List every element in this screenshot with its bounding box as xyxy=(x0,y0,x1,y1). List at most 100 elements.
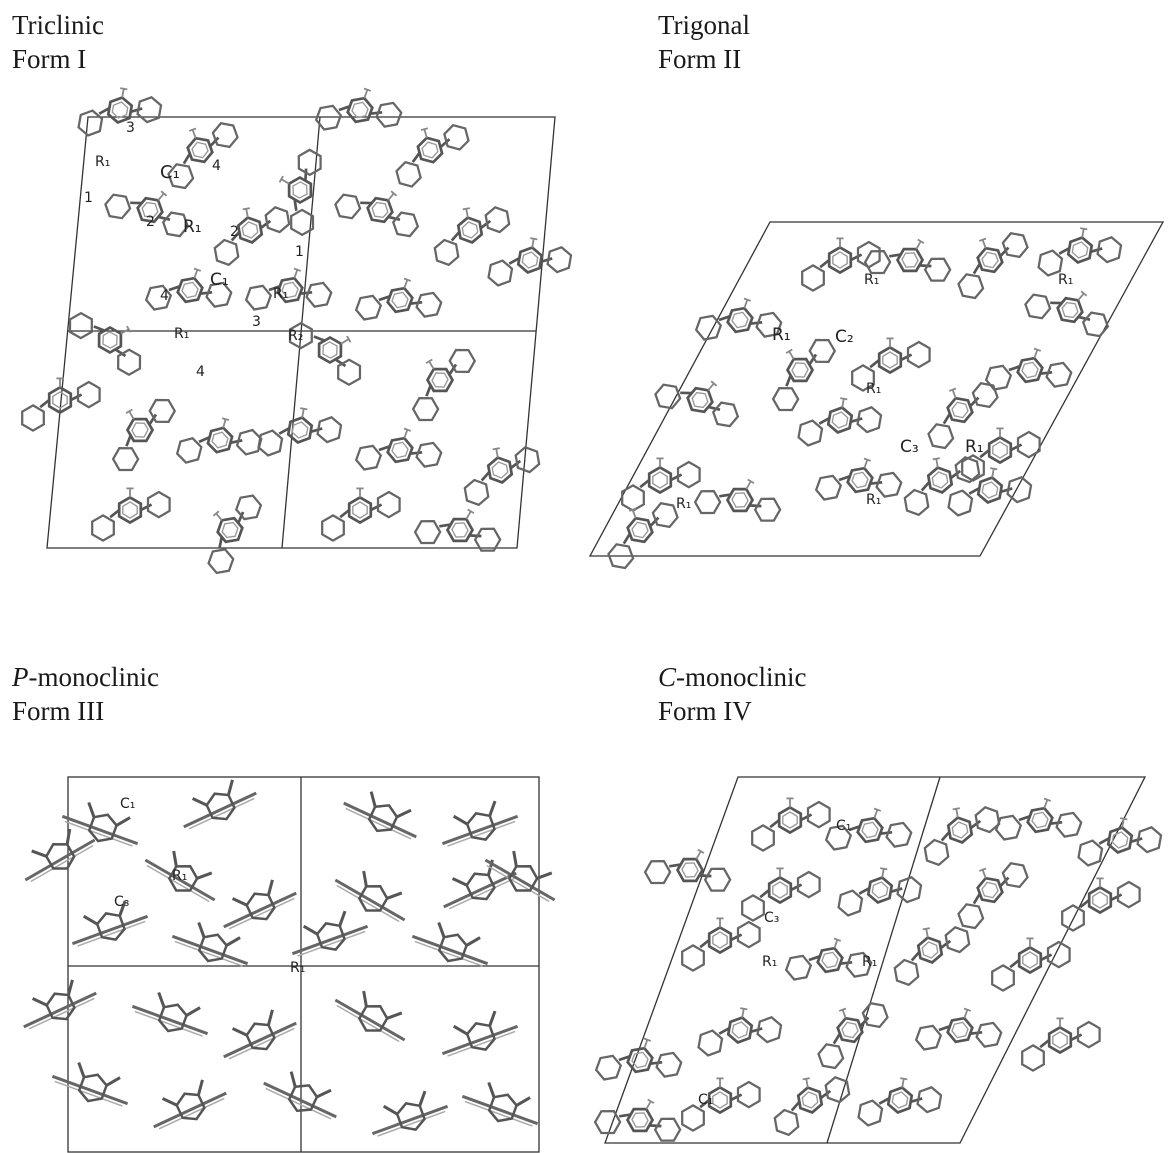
molecule-glyph xyxy=(328,979,418,1052)
unit-cell-p-monoclinic xyxy=(67,776,540,1153)
labels-p-monoclinic: C₁ R₁ C₃ R₁ xyxy=(114,796,305,976)
molecule-glyph xyxy=(982,335,1076,414)
panel-title-p-monoclinic: P-monoclinic Form III xyxy=(12,660,159,728)
molecule-glyph xyxy=(174,408,266,482)
molecule-glyph xyxy=(750,797,831,852)
molecule-glyph xyxy=(782,925,876,1004)
synthon-label: C₁ xyxy=(120,796,135,812)
panel-title-trigonal: Trigonal Form II xyxy=(658,8,750,76)
synthon-label: R₁ xyxy=(273,286,288,302)
synthon-label: R₁ xyxy=(174,326,189,342)
molecule-glyph xyxy=(410,491,507,578)
molecule-glyph xyxy=(650,357,746,451)
synthon-label: R₂ xyxy=(288,328,303,344)
molecule-glyph xyxy=(680,1077,761,1132)
title-line-1: C-monoclinic xyxy=(658,660,806,694)
molecule-glyph xyxy=(432,851,523,919)
molecule-glyph xyxy=(595,494,690,574)
molecule-glyph xyxy=(836,860,925,929)
ring-label: 3 xyxy=(126,120,135,136)
molecule-glyph xyxy=(945,224,1040,304)
title-rest: -monoclinic xyxy=(676,662,807,692)
molecules-c-monoclinic xyxy=(590,785,1165,1153)
title-italic-letter: P xyxy=(12,662,29,692)
molecule-glyph xyxy=(283,305,370,401)
synthon-label: C₂ xyxy=(835,327,854,347)
synthon-label: C₃ xyxy=(764,910,779,926)
molecule-glyph xyxy=(1020,1017,1101,1072)
molecule-glyph xyxy=(363,1084,453,1146)
molecule-glyph xyxy=(127,984,217,1046)
title-line-1: Triclinic xyxy=(12,10,105,40)
molecule-glyph xyxy=(63,295,150,391)
molecule-glyph xyxy=(486,230,575,299)
molecule-glyph xyxy=(1036,220,1125,289)
molecule-glyph xyxy=(478,839,568,912)
synthon-label: R₁ xyxy=(772,325,791,345)
molecule-glyph xyxy=(992,785,1086,864)
molecule-glyph xyxy=(352,415,446,494)
ring-label: 1 xyxy=(84,190,93,206)
panel-title-triclinic: Triclinic Form I xyxy=(12,8,104,76)
synthon-label: R₁ xyxy=(965,437,984,457)
molecule-glyph xyxy=(320,487,401,542)
synthon-label: R₁ xyxy=(864,272,879,288)
molecule-glyph xyxy=(261,143,348,240)
synthon-label: R₁ xyxy=(1058,272,1073,288)
panel-title-c-monoclinic: C-monoclinic Form IV xyxy=(658,660,806,728)
molecule-glyph xyxy=(212,871,303,939)
synthon-label: C₁ xyxy=(698,1092,713,1108)
molecule-glyph xyxy=(1076,810,1165,879)
molecule-glyph xyxy=(142,1071,233,1139)
molecule-glyph xyxy=(95,390,191,477)
molecule-glyph xyxy=(407,914,497,976)
molecule-glyph xyxy=(207,200,296,269)
molecules-p-monoclinic xyxy=(12,771,568,1146)
molecule-glyph xyxy=(912,995,1006,1074)
molecule-glyph xyxy=(312,75,406,154)
ring-label: 4 xyxy=(196,364,205,380)
molecule-glyph xyxy=(796,390,885,459)
molecule-glyph xyxy=(740,867,821,922)
ring-label: 4 xyxy=(160,288,169,304)
molecule-glyph xyxy=(457,440,546,509)
molecule-glyph xyxy=(856,1070,945,1139)
ring-label: 3 xyxy=(252,314,261,330)
molecule-glyph xyxy=(337,781,428,849)
molecule-glyph xyxy=(90,487,171,542)
labels-trigonal: R₁ R₁ R₁ C₂ R₁ C₃ R₁ R₁ R₁ xyxy=(676,272,1073,512)
molecule-glyph xyxy=(887,920,976,989)
molecule-glyph xyxy=(945,854,1040,934)
molecule-glyph xyxy=(433,794,523,856)
molecule-glyph xyxy=(212,1001,303,1069)
labels-triclinic: 3 R₁ C₁ 4 1 2 R₁ 2 1 4 C₁ R₁ 3 R₂ R₁ R₂ … xyxy=(84,120,304,380)
synthon-label: R₁ xyxy=(866,381,881,397)
ring-label: 2 xyxy=(230,224,239,240)
synthon-label: C₁ xyxy=(836,818,851,834)
title-line-2: Form II xyxy=(658,44,742,74)
synthon-label: R₁ xyxy=(290,960,305,976)
molecule-glyph xyxy=(457,1074,547,1136)
molecule-glyph xyxy=(330,167,426,261)
molecule-glyph xyxy=(172,771,263,839)
ring-label: 1 xyxy=(295,244,304,260)
molecule-glyph xyxy=(185,486,282,580)
molecule-glyph xyxy=(592,1025,686,1104)
labels-c-monoclinic: C₁ C₃ R₁ R₁ C₁ xyxy=(698,818,877,1108)
molecule-glyph xyxy=(1060,877,1141,932)
synthon-label: R₁ xyxy=(862,954,877,970)
molecule-glyph xyxy=(142,255,236,334)
molecule-glyph xyxy=(767,1070,856,1139)
title-line-1: P-monoclinic xyxy=(12,660,159,694)
synthon-label: C₃ xyxy=(114,894,129,910)
molecule-glyph xyxy=(433,1004,523,1066)
ring-label: 4 xyxy=(212,158,221,174)
title-line-2: Form I xyxy=(12,44,87,74)
synthon-label: R₁ xyxy=(172,868,187,884)
title-line-1: Trigonal xyxy=(658,10,751,40)
molecule-glyph xyxy=(47,1054,137,1116)
molecule-glyph xyxy=(917,800,1006,869)
molecule-glyph xyxy=(680,917,761,972)
molecule-glyph xyxy=(812,445,906,524)
synthon-label: R₁ xyxy=(866,492,881,508)
